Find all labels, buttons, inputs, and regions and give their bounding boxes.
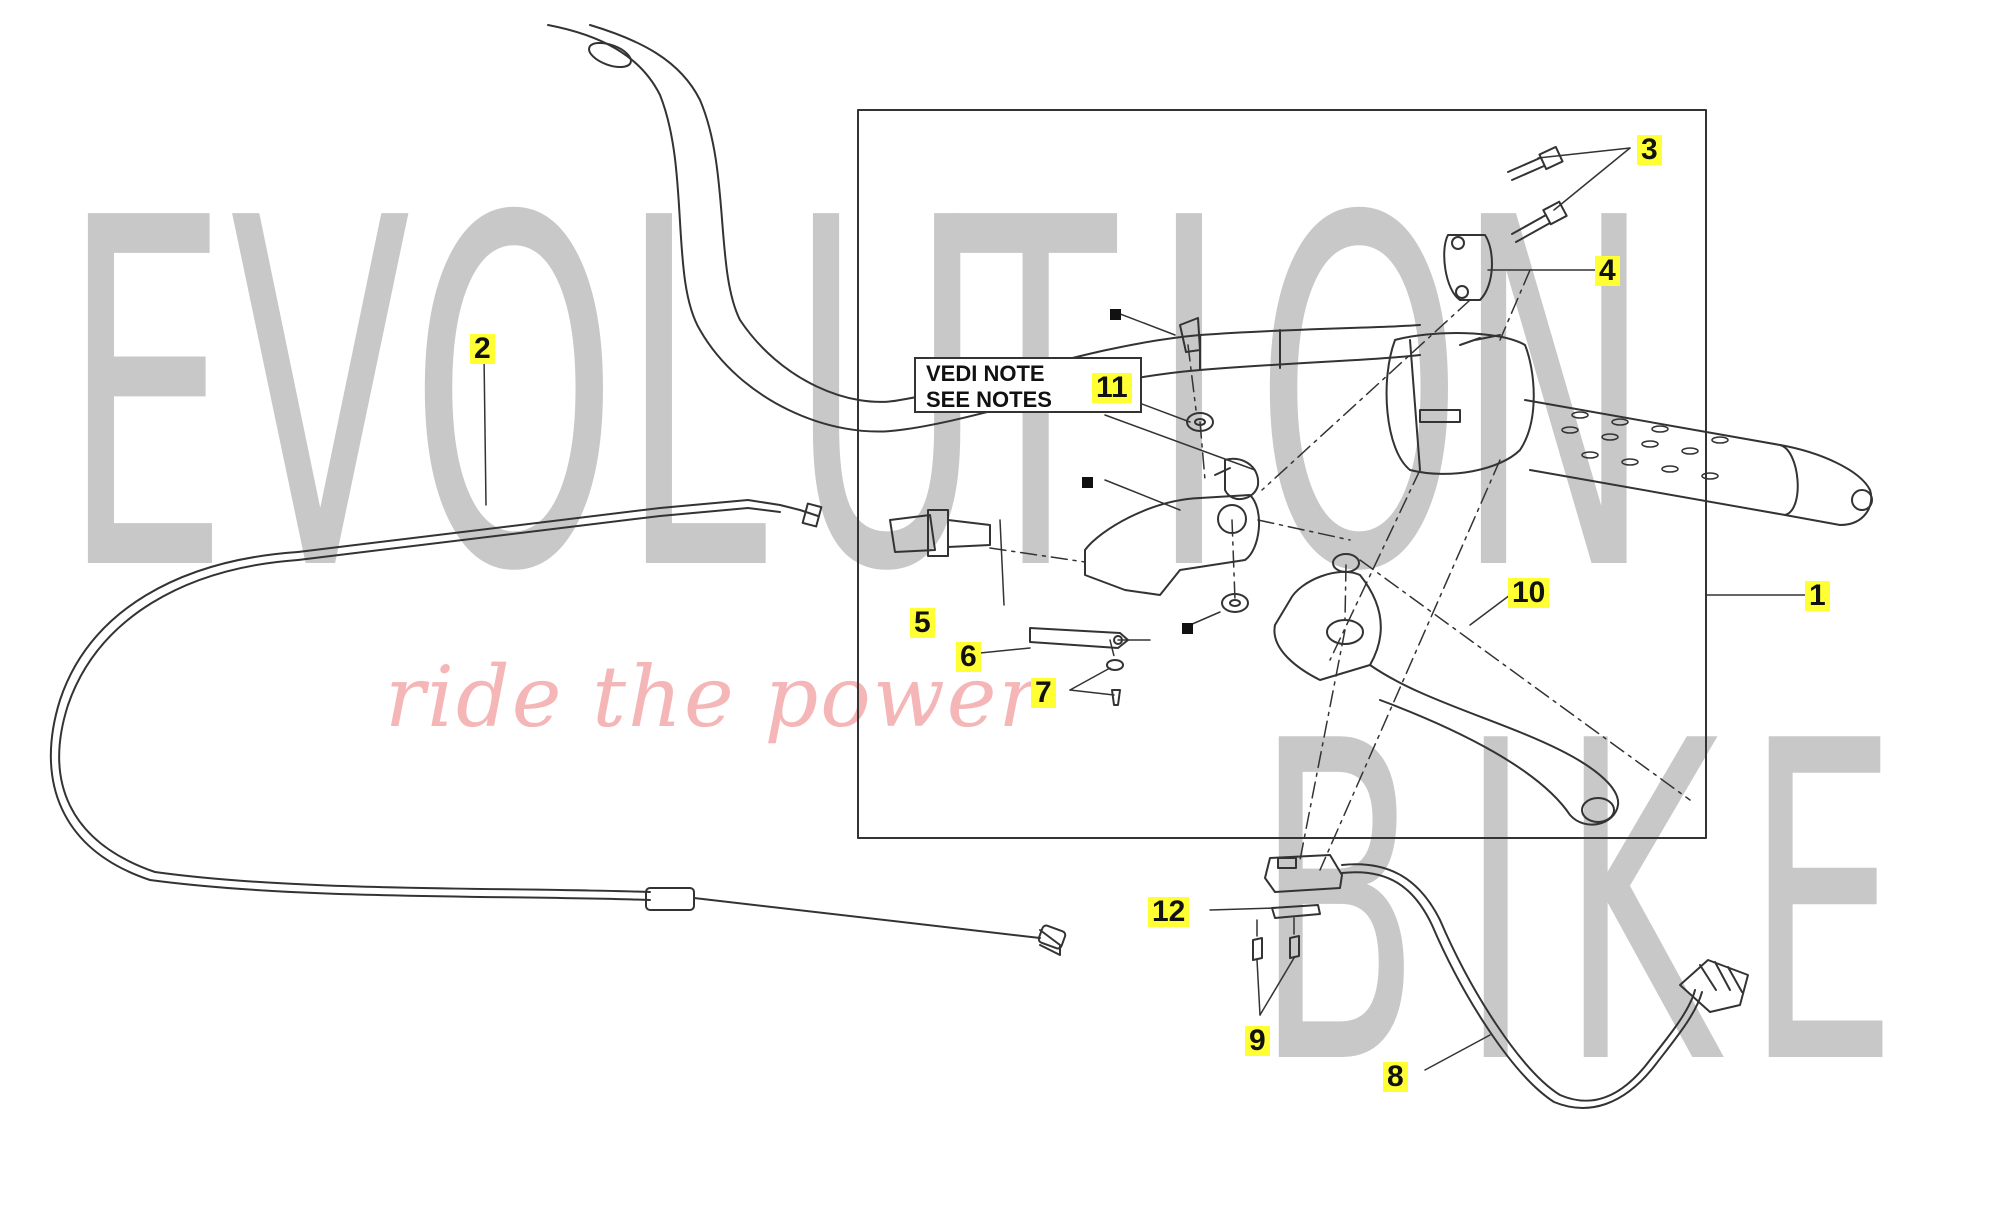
callout-8: 8 xyxy=(1383,1062,1408,1092)
callout-10: 10 xyxy=(1508,578,1550,608)
callout-12: 12 xyxy=(1148,897,1190,927)
notes-line-italian: VEDI NOTE xyxy=(926,361,1045,386)
watermark-letter: I xyxy=(1150,118,1228,677)
callout-5: 5 xyxy=(910,608,935,638)
callout-6: 6 xyxy=(956,642,981,672)
adjuster-knob xyxy=(889,509,991,557)
clamp-bolts xyxy=(1507,145,1568,243)
callout-7: 7 xyxy=(1031,678,1056,708)
watermark-letter: B xyxy=(1255,649,1422,1161)
callout-1: 1 xyxy=(1805,581,1830,611)
clutch-lever xyxy=(1273,570,1620,826)
note-marker xyxy=(1082,477,1093,488)
note-marker xyxy=(1182,623,1193,634)
pivot-pin xyxy=(1029,627,1129,649)
notes-line-english: SEE NOTES xyxy=(926,387,1052,412)
watermark-letter: L xyxy=(620,118,768,677)
handlebar-grip xyxy=(1524,399,1873,526)
callout-3: 3 xyxy=(1637,135,1662,165)
leader-lines xyxy=(483,147,1809,1071)
switch-screws xyxy=(1252,935,1300,961)
watermark-letter: I xyxy=(1460,649,1532,1161)
note-marker xyxy=(1110,309,1121,320)
clamp-half xyxy=(1443,234,1493,301)
handlebar-tube xyxy=(547,24,1421,433)
small-screw xyxy=(1106,659,1124,706)
callout-11: 11 xyxy=(1092,373,1132,403)
clutch-cable xyxy=(49,499,1067,956)
switch-wire-connector xyxy=(1341,863,1749,1109)
lever-switch xyxy=(1264,854,1343,919)
watermark-letter: N xyxy=(1455,118,1653,677)
alignment-lines xyxy=(989,269,1691,941)
switch-housing xyxy=(1385,332,1535,475)
watermark-letter: E xyxy=(1745,649,1898,1161)
watermark-letter: O xyxy=(410,118,618,677)
watermark-tagline: ride the power xyxy=(385,648,1041,746)
watermark-letter: E xyxy=(62,118,229,677)
callout-2: 2 xyxy=(470,334,495,364)
watermark-letter: O xyxy=(1255,118,1463,677)
subassembly-frame xyxy=(857,109,1707,839)
watermark-letter: K xyxy=(1560,649,1719,1161)
callout-9: 9 xyxy=(1245,1026,1270,1056)
callout-4: 4 xyxy=(1595,256,1620,286)
